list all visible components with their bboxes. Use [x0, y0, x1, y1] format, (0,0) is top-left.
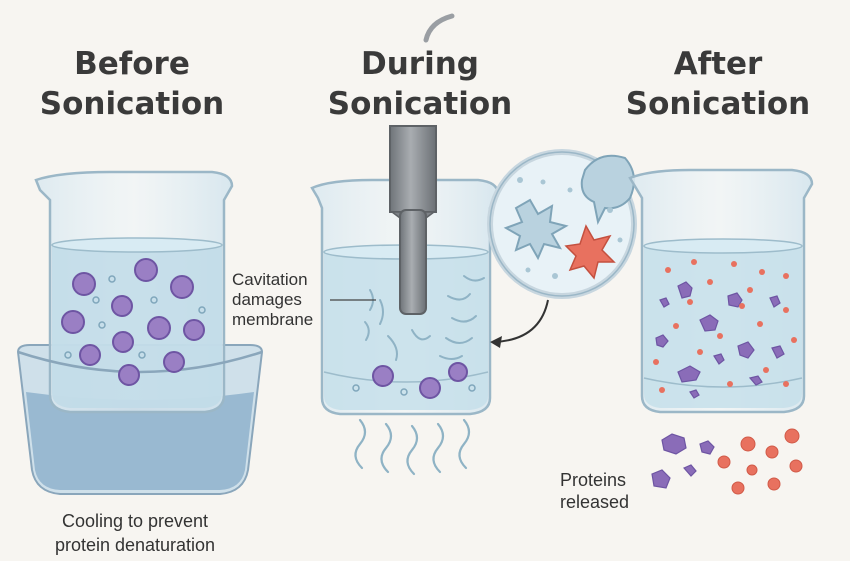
- cooling-label-line1: Cooling to prevent: [61, 511, 209, 531]
- ultrasonic-probe: [389, 125, 437, 315]
- magnifier-bubble: [487, 149, 637, 299]
- title-during: During Sonication: [320, 44, 520, 124]
- title-during-line2: Sonication: [327, 86, 513, 122]
- proteins-label-line1: Proteins: [560, 470, 627, 490]
- proteins-label: Proteins released: [560, 469, 629, 513]
- lysed-fragments: [655, 281, 785, 399]
- cooling-label-line2: protein denaturation: [54, 535, 216, 555]
- title-before-line2: Sonication: [39, 86, 225, 122]
- protein-fragment-icon: [564, 224, 616, 280]
- title-after-line2: Sonication: [625, 86, 811, 122]
- cavitation-label: Cavitation damages membrane: [232, 270, 313, 330]
- during-cells: [372, 362, 468, 399]
- released-proteins: [651, 428, 803, 495]
- title-after-line1: After: [673, 46, 763, 82]
- burst-cell-icon: [503, 198, 569, 261]
- cooling-label: Cooling to prevent protein denaturation: [30, 509, 240, 557]
- vibration-lines: [354, 418, 471, 476]
- zoom-arrow: [493, 299, 549, 343]
- during-liquid: [324, 252, 488, 410]
- title-during-line1: During: [361, 46, 479, 82]
- after-panel: [628, 168, 814, 495]
- cavitation-waves: [364, 275, 485, 361]
- intact-cells: [61, 258, 205, 386]
- title-after: After Sonication: [618, 44, 818, 124]
- cavitation-label-line3: membrane: [232, 310, 314, 329]
- red-fragments: [653, 259, 797, 393]
- before-panel: [16, 170, 264, 495]
- cooling-bath-water: [26, 392, 254, 490]
- cavitation-label-line2: damages: [232, 290, 302, 309]
- title-before-line1: Before: [74, 46, 190, 82]
- during-panel: [310, 13, 637, 476]
- proteins-label-line2: released: [560, 492, 630, 512]
- title-before: Before Sonication: [32, 44, 232, 124]
- cavitation-label-line1: Cavitation: [232, 270, 308, 289]
